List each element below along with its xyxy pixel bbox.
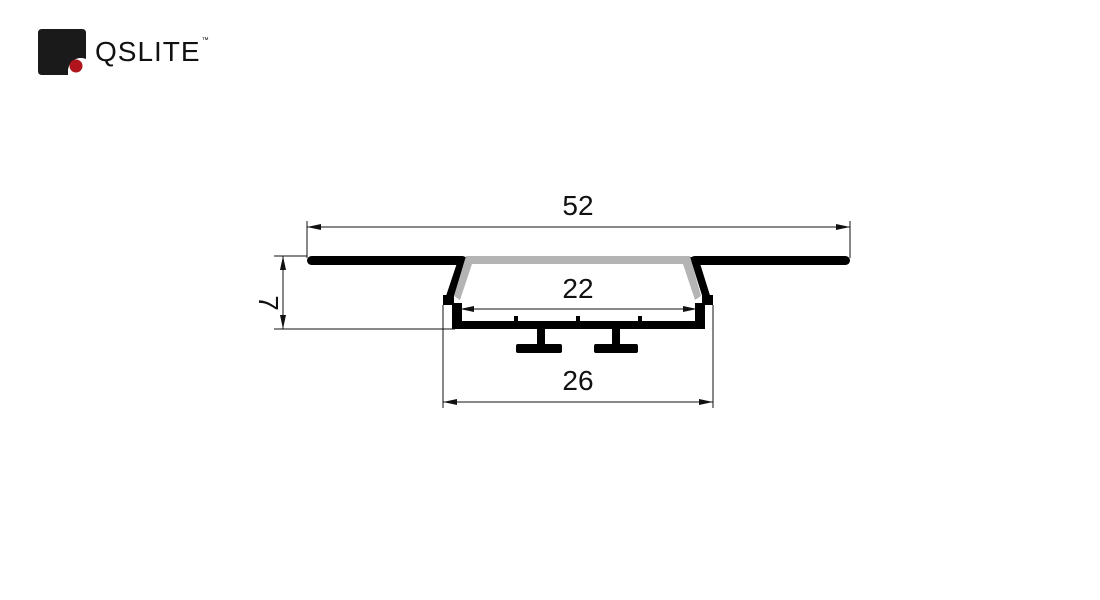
right-lip (702, 295, 713, 305)
channel-right-side (695, 303, 705, 329)
left-lip (443, 295, 454, 305)
trademark-symbol: ™ (201, 36, 209, 44)
dim-label-height: 7 (253, 295, 284, 311)
dim-label-inner-width: 22 (562, 273, 593, 304)
right-wall (690, 257, 713, 305)
left-wall (443, 257, 467, 305)
qslite-logo-mark-icon (38, 29, 86, 75)
channel-left-side (452, 303, 462, 329)
t-foot-right-stem (612, 329, 620, 345)
t-foot-left-base (516, 344, 562, 353)
dim-label-base-width: 26 (562, 365, 593, 396)
t-foot-right-base (594, 344, 638, 353)
brand-name: QSLITE (95, 36, 201, 67)
brand-logo: QSLITE ™ (38, 29, 209, 75)
diffuser-cover (454, 256, 701, 300)
right-flange (690, 256, 850, 265)
left-flange (307, 256, 467, 265)
dim-label-overall-width: 52 (562, 190, 593, 221)
profile-cross-section (307, 256, 850, 353)
t-foot-left-stem (537, 329, 545, 345)
channel-bottom (452, 321, 705, 329)
